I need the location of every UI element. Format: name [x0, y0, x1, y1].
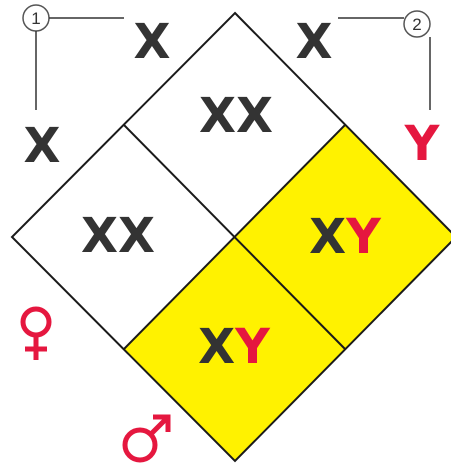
parent-2-allele-top: X [295, 14, 332, 70]
grid-outline [10, 11, 451, 463]
female-symbol-icon [20, 306, 52, 360]
cell-top-genotype: XX [199, 88, 273, 144]
parent-1-allele-left: X [23, 118, 60, 174]
cell-right-genotype: XY [309, 209, 382, 265]
cell-left-allele-2: X [118, 208, 155, 264]
male-symbol-icon [122, 414, 171, 463]
cell-bottom-allele-1: X [198, 319, 235, 375]
parent-1-number: 1 [31, 9, 40, 28]
grid-line-diagonal-b [123, 124, 346, 350]
cell-left-genotype: XX [81, 208, 155, 264]
cell-right-allele-1: X [309, 209, 346, 265]
parent-2-allele-right: Y [404, 116, 441, 172]
cell-left-allele-1: X [81, 208, 118, 264]
cell-right-allele-2: Y [345, 209, 382, 265]
cell-top-allele-2: X [236, 88, 273, 144]
cell-right [235, 125, 451, 349]
parent-2-number: 2 [412, 15, 421, 34]
cell-top-allele-1: X [199, 88, 236, 144]
cell-bottom-genotype: XY [198, 319, 271, 375]
parent-2-number-circle [403, 10, 431, 38]
parent-1-allele-top: X [133, 14, 170, 70]
cell-bottom-allele-2: Y [234, 319, 271, 375]
